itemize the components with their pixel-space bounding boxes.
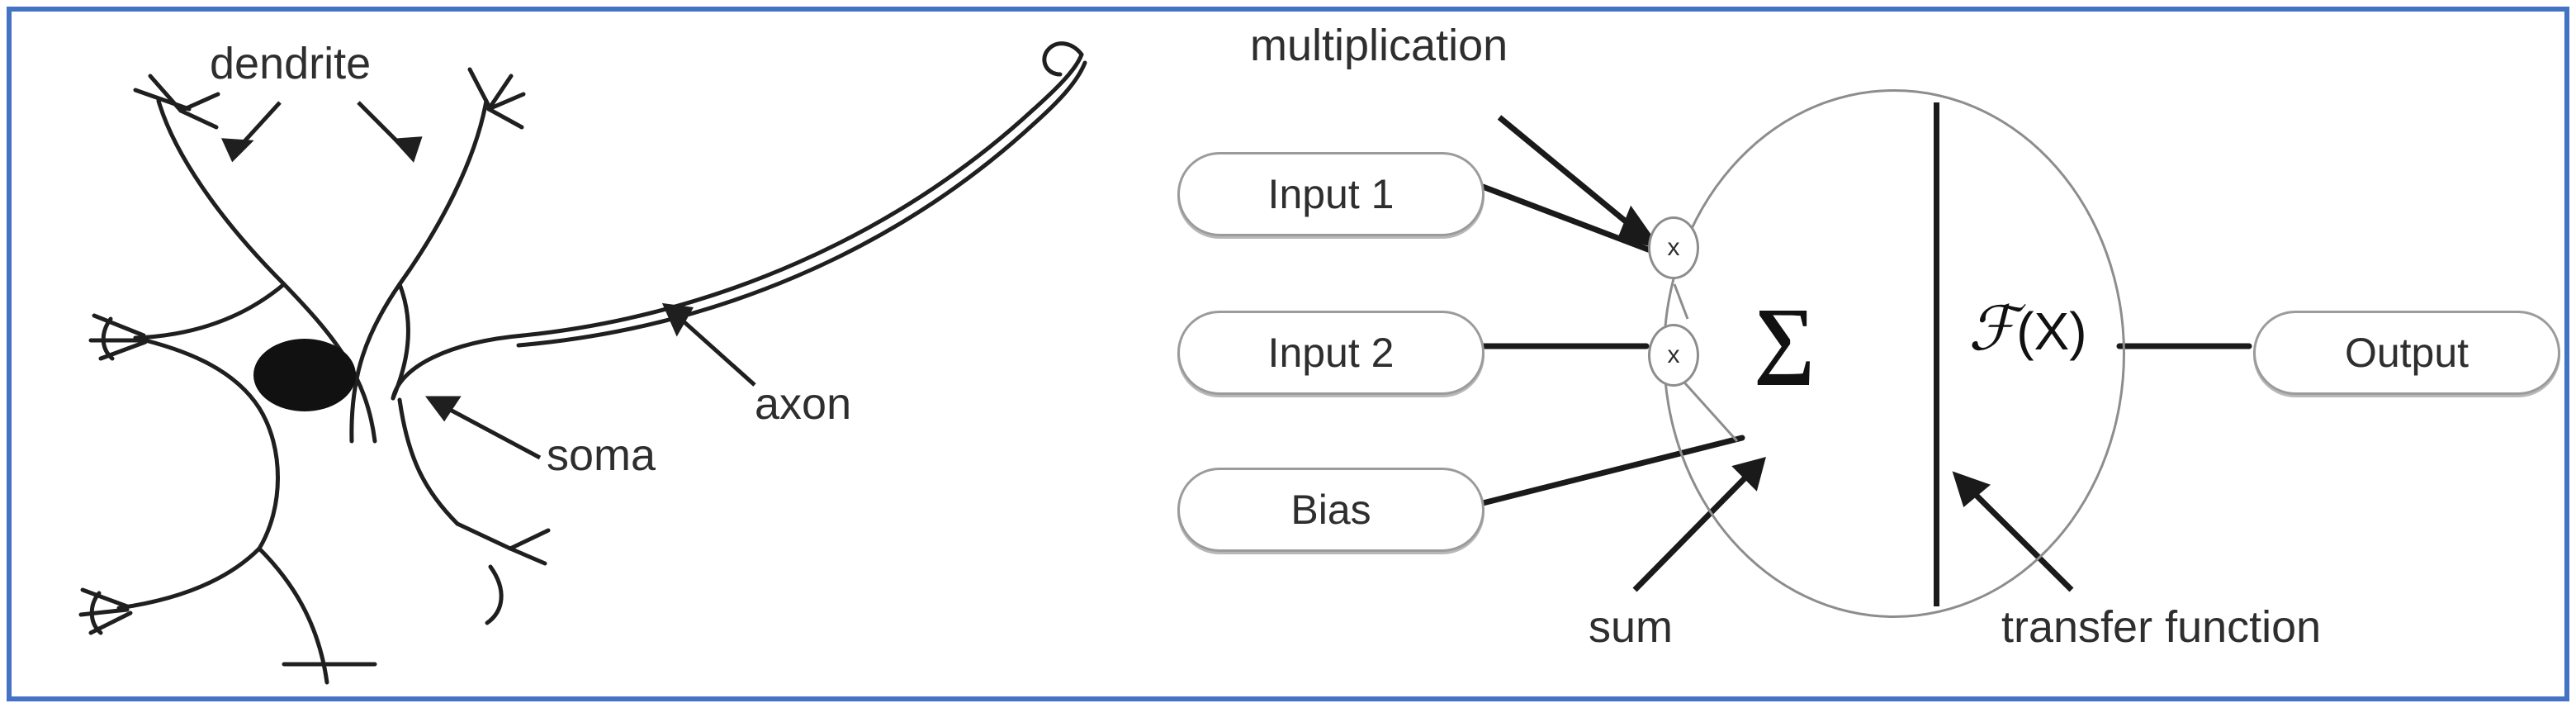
input-2-box[interactable]: Input 2 (1177, 311, 1485, 395)
biological-neuron-drawing (78, 41, 1087, 685)
sum-symbol: ∑ (1754, 291, 1816, 386)
input-1-box[interactable]: Input 1 (1177, 152, 1485, 236)
output-box[interactable]: Output (2253, 311, 2560, 395)
multiplication-circle-2[interactable]: x (1648, 324, 1699, 387)
multiplication-circle-1[interactable]: x (1648, 216, 1699, 279)
script-f-glyph: ℱ (1968, 296, 2017, 364)
transfer-function-arg: (X) (2016, 302, 2087, 361)
soma-divider-line (1934, 102, 1939, 606)
transfer-function-symbol: ℱ(X) (1968, 299, 2087, 360)
label-transfer-function: transfer function (2001, 602, 2322, 652)
edge-input1-mult1 (1480, 183, 1651, 253)
label-axon: axon (755, 379, 852, 429)
bias-box[interactable]: Bias (1177, 468, 1485, 552)
nucleus (253, 339, 356, 411)
label-soma: soma (547, 430, 656, 480)
arrow-multiplication (1497, 115, 1662, 249)
label-dendrite: dendrite (210, 39, 372, 88)
figure-border: dendrite soma axon (7, 7, 2569, 701)
label-sum: sum (1589, 602, 1674, 652)
label-multiplication: multiplication (1250, 21, 1508, 70)
